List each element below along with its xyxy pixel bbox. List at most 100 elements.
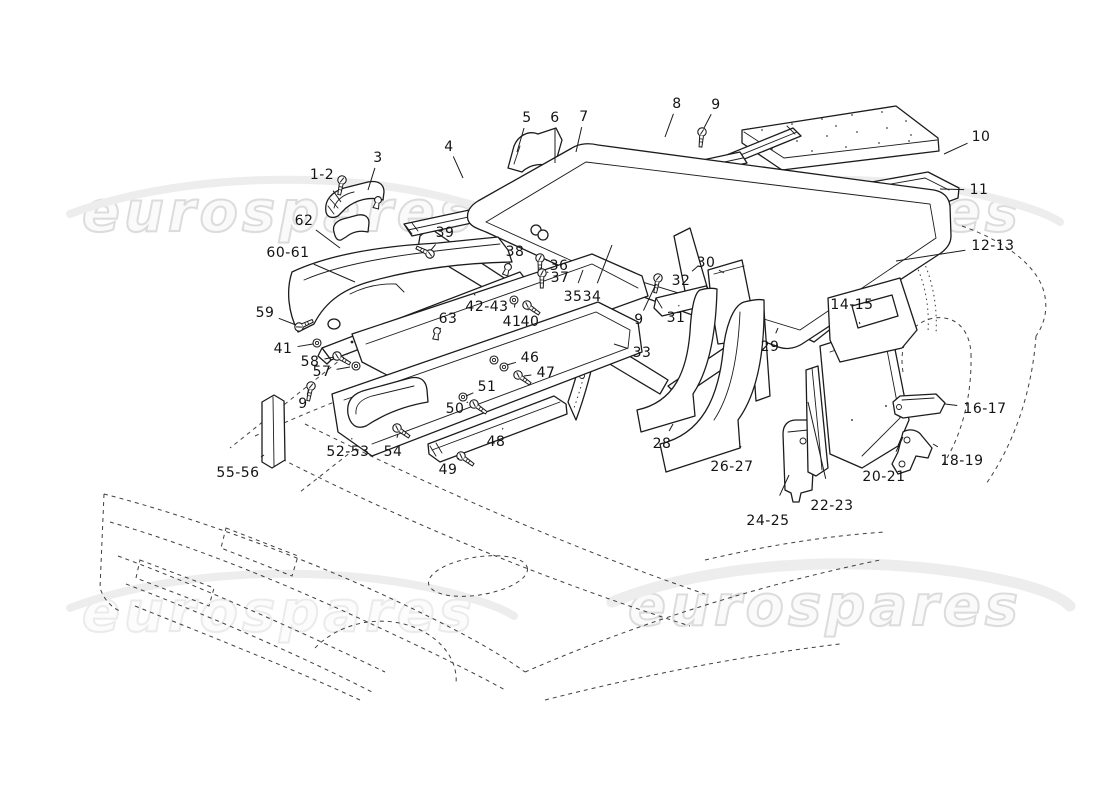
leader-line-47 (523, 374, 532, 377)
part-label-52-53-40[interactable]: 52-53 (326, 444, 370, 460)
leader-line-35 (577, 269, 584, 284)
leader-line-30 (718, 269, 725, 274)
part-label-49-37[interactable]: 49 (438, 462, 458, 478)
leader-line-14-15 (858, 321, 861, 325)
part-label-9-7[interactable]: 9 (711, 97, 721, 113)
part-label-22-23-15[interactable]: 22-23 (810, 498, 854, 514)
part-shape-22-23 (805, 365, 829, 477)
part-label-28-18[interactable]: 28 (652, 436, 672, 452)
part-shape-28 (636, 287, 718, 433)
part-label-11-9[interactable]: 11 (969, 182, 989, 198)
part-shapes (261, 105, 960, 503)
leader-line-12-13 (895, 249, 966, 262)
part-label-41-32[interactable]: 41 (273, 341, 293, 357)
part-label-8-6[interactable]: 8 (672, 96, 682, 112)
part-label-29-19[interactable]: 29 (760, 339, 780, 355)
leader-line-20-21 (895, 436, 904, 452)
leader-line-42-43 (473, 293, 476, 296)
part-label-50-38[interactable]: 50 (445, 401, 465, 417)
leader-line-9 (703, 113, 712, 129)
part-label-35-25[interactable]: 35 (563, 289, 583, 305)
part-label-40-30[interactable]: 40 (520, 314, 540, 330)
part-label-63-48[interactable]: 63 (438, 311, 458, 327)
part-label-10-8[interactable]: 10 (971, 129, 991, 145)
part-label-47-35[interactable]: 47 (536, 365, 556, 381)
part-label-16-17-12[interactable]: 16-17 (963, 401, 1007, 417)
part-label-9-50[interactable]: 9 (298, 396, 308, 412)
leader-line-38 (508, 262, 511, 265)
leader-line-33 (613, 343, 629, 349)
leader-line-9 (642, 283, 657, 311)
part-label-9-49[interactable]: 9 (634, 312, 644, 328)
part-shape-52-53 (331, 301, 643, 457)
leader-line-11 (939, 188, 965, 191)
leader-line-54 (396, 433, 399, 438)
leader-line-18-19 (932, 443, 939, 448)
part-label-57-43[interactable]: 57 (312, 364, 332, 380)
car-body-dashed-outline (99, 225, 1047, 701)
part-label-55-56-42[interactable]: 55-56 (216, 465, 260, 481)
leader-line-58 (324, 356, 335, 360)
part-label-5-3[interactable]: 5 (522, 110, 532, 126)
leader-line-22-23 (807, 401, 827, 479)
part-label-7-5[interactable]: 7 (579, 109, 589, 125)
part-label-4-2[interactable]: 4 (444, 139, 454, 155)
leader-line-34 (596, 244, 613, 284)
part-label-54-41[interactable]: 54 (383, 444, 403, 460)
leader-line-48 (501, 427, 504, 430)
part-shape-door-upper-panel (351, 253, 649, 385)
leader-line-7 (575, 127, 583, 153)
part-label-58-44[interactable]: 58 (300, 354, 320, 370)
part-label-6-4[interactable]: 6 (550, 110, 560, 126)
part-label-26-27-17[interactable]: 26-27 (710, 459, 754, 475)
part-label-20-21-14[interactable]: 20-21 (862, 469, 906, 485)
part-label-18-19-13[interactable]: 18-19 (940, 453, 984, 469)
part-shape-14-15 (827, 277, 918, 363)
leader-line-50 (466, 401, 469, 404)
part-label-36-26[interactable]: 36 (549, 258, 569, 274)
part-label-32-22[interactable]: 32 (671, 273, 691, 289)
part-label-37-27[interactable]: 37 (550, 270, 570, 286)
part-label-46-34[interactable]: 46 (520, 350, 540, 366)
part-label-34-24[interactable]: 34 (582, 289, 602, 305)
part-shape-18-19 (891, 429, 933, 475)
leader-line-5 (516, 127, 525, 153)
part-label-48-36[interactable]: 48 (486, 434, 506, 450)
leader-line-49 (457, 457, 460, 460)
leader-line-57 (336, 366, 351, 370)
leader-line-59 (278, 317, 297, 326)
part-label-3-1[interactable]: 3 (373, 150, 383, 166)
part-label-62-47[interactable]: 62 (294, 213, 314, 229)
part-label-24-25-16[interactable]: 24-25 (746, 513, 790, 529)
leader-line-9 (306, 389, 310, 395)
part-label-39-29[interactable]: 39 (435, 225, 455, 241)
leader-line-29 (775, 327, 779, 334)
part-label-33-23[interactable]: 33 (632, 345, 652, 361)
part-label-38-28[interactable]: 38 (505, 244, 525, 260)
leader-line-46 (506, 361, 516, 366)
part-label-51-39[interactable]: 51 (477, 379, 497, 395)
watermark-eurospares-bottom-right: eurospares (627, 573, 1023, 640)
leader-line-41 (513, 303, 516, 308)
leader-line-8 (664, 113, 674, 138)
part-label-59-45[interactable]: 59 (255, 305, 275, 321)
part-label-41-31[interactable]: 41 (502, 314, 522, 330)
part-label-12-13-10[interactable]: 12-13 (971, 238, 1015, 254)
part-label-14-15-11[interactable]: 14-15 (830, 297, 874, 313)
part-label-60-61-46[interactable]: 60-61 (266, 245, 310, 261)
leader-lines (260, 113, 968, 496)
leader-line-1-2 (332, 190, 342, 203)
leader-line-16-17 (944, 403, 958, 407)
part-shape-26-27 (659, 298, 765, 473)
leader-line-28 (668, 423, 674, 432)
part-label-42-43-33[interactable]: 42-43 (465, 299, 509, 315)
part-shape-60-61 (287, 236, 513, 333)
part-label-1-2[interactable]: 1-2 (309, 167, 335, 183)
leader-line-32 (691, 265, 699, 272)
leader-line-62 (315, 229, 341, 249)
part-label-30-20[interactable]: 30 (696, 255, 716, 271)
part-shape-55-56 (261, 394, 286, 469)
part-label-31-21[interactable]: 31 (666, 310, 686, 326)
